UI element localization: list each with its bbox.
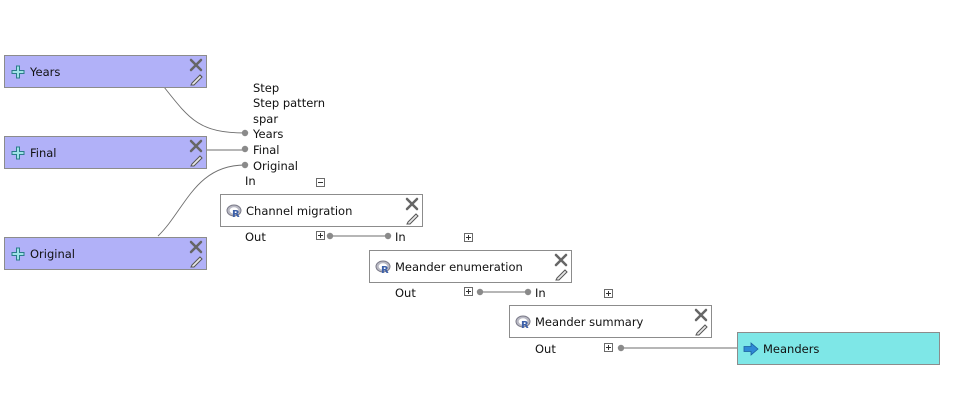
param-label: Step pattern [253,96,326,110]
svg-text:R: R [521,320,529,330]
expand-toggle[interactable] [604,289,613,298]
remove-edit-icon[interactable] [189,139,204,167]
port-dot [617,344,625,352]
algorithm-title: Meander summary [535,315,644,329]
output-node-meanders[interactable]: Meanders [737,332,940,365]
port-dot [476,288,484,296]
remove-edit-icon[interactable] [694,308,709,336]
out-label: Out [535,342,556,356]
algorithm-node-channel-migration[interactable]: R Channel migration [220,194,423,227]
wire-years [163,86,246,134]
r-logo-icon: R [226,204,242,219]
svg-text:R: R [381,265,389,275]
input-node-original[interactable]: Original [4,237,207,270]
arrow-right-icon [743,342,759,356]
expand-toggle[interactable] [316,231,325,240]
plus-icon [11,247,25,261]
collapse-toggle[interactable] [316,178,325,187]
r-logo-icon: R [515,315,531,330]
r-logo-icon: R [375,260,391,275]
port-dot [241,145,249,153]
algorithm-title: Channel migration [246,204,353,218]
input-node-years[interactable]: Years [4,55,207,88]
in-label: In [395,230,406,244]
port-dot [241,129,249,137]
svg-text:R: R [232,209,240,219]
input-node-label: Original [30,247,76,261]
plus-icon [11,65,25,79]
input-node-label: Years [30,65,61,79]
expand-toggle[interactable] [604,343,613,352]
param-label: Step [253,81,280,95]
remove-edit-icon[interactable] [189,58,204,86]
param-label: Years [253,127,284,141]
param-label: Final [253,143,280,157]
plus-icon [11,146,25,160]
param-label: Original [253,159,299,173]
port-dot [241,161,249,169]
remove-edit-icon[interactable] [405,197,420,225]
output-node-label: Meanders [763,342,820,356]
port-dot [384,232,392,240]
remove-edit-icon[interactable] [189,240,204,268]
algorithm-node-meander-summary[interactable]: R Meander summary [509,305,712,338]
port-dot [326,232,334,240]
expand-toggle[interactable] [464,287,473,296]
algorithm-title: Meander enumeration [395,260,523,274]
remove-edit-icon[interactable] [554,253,569,281]
param-label: spar [253,112,279,126]
in-label: In [535,286,546,300]
port-dot [524,288,532,296]
algorithm-node-meander-enumeration[interactable]: R Meander enumeration [369,250,572,283]
in-label: In [245,174,256,188]
input-node-final[interactable]: Final [4,136,207,169]
expand-toggle[interactable] [464,233,473,242]
out-label: Out [395,286,416,300]
out-label: Out [245,230,266,244]
input-node-label: Final [30,146,57,160]
